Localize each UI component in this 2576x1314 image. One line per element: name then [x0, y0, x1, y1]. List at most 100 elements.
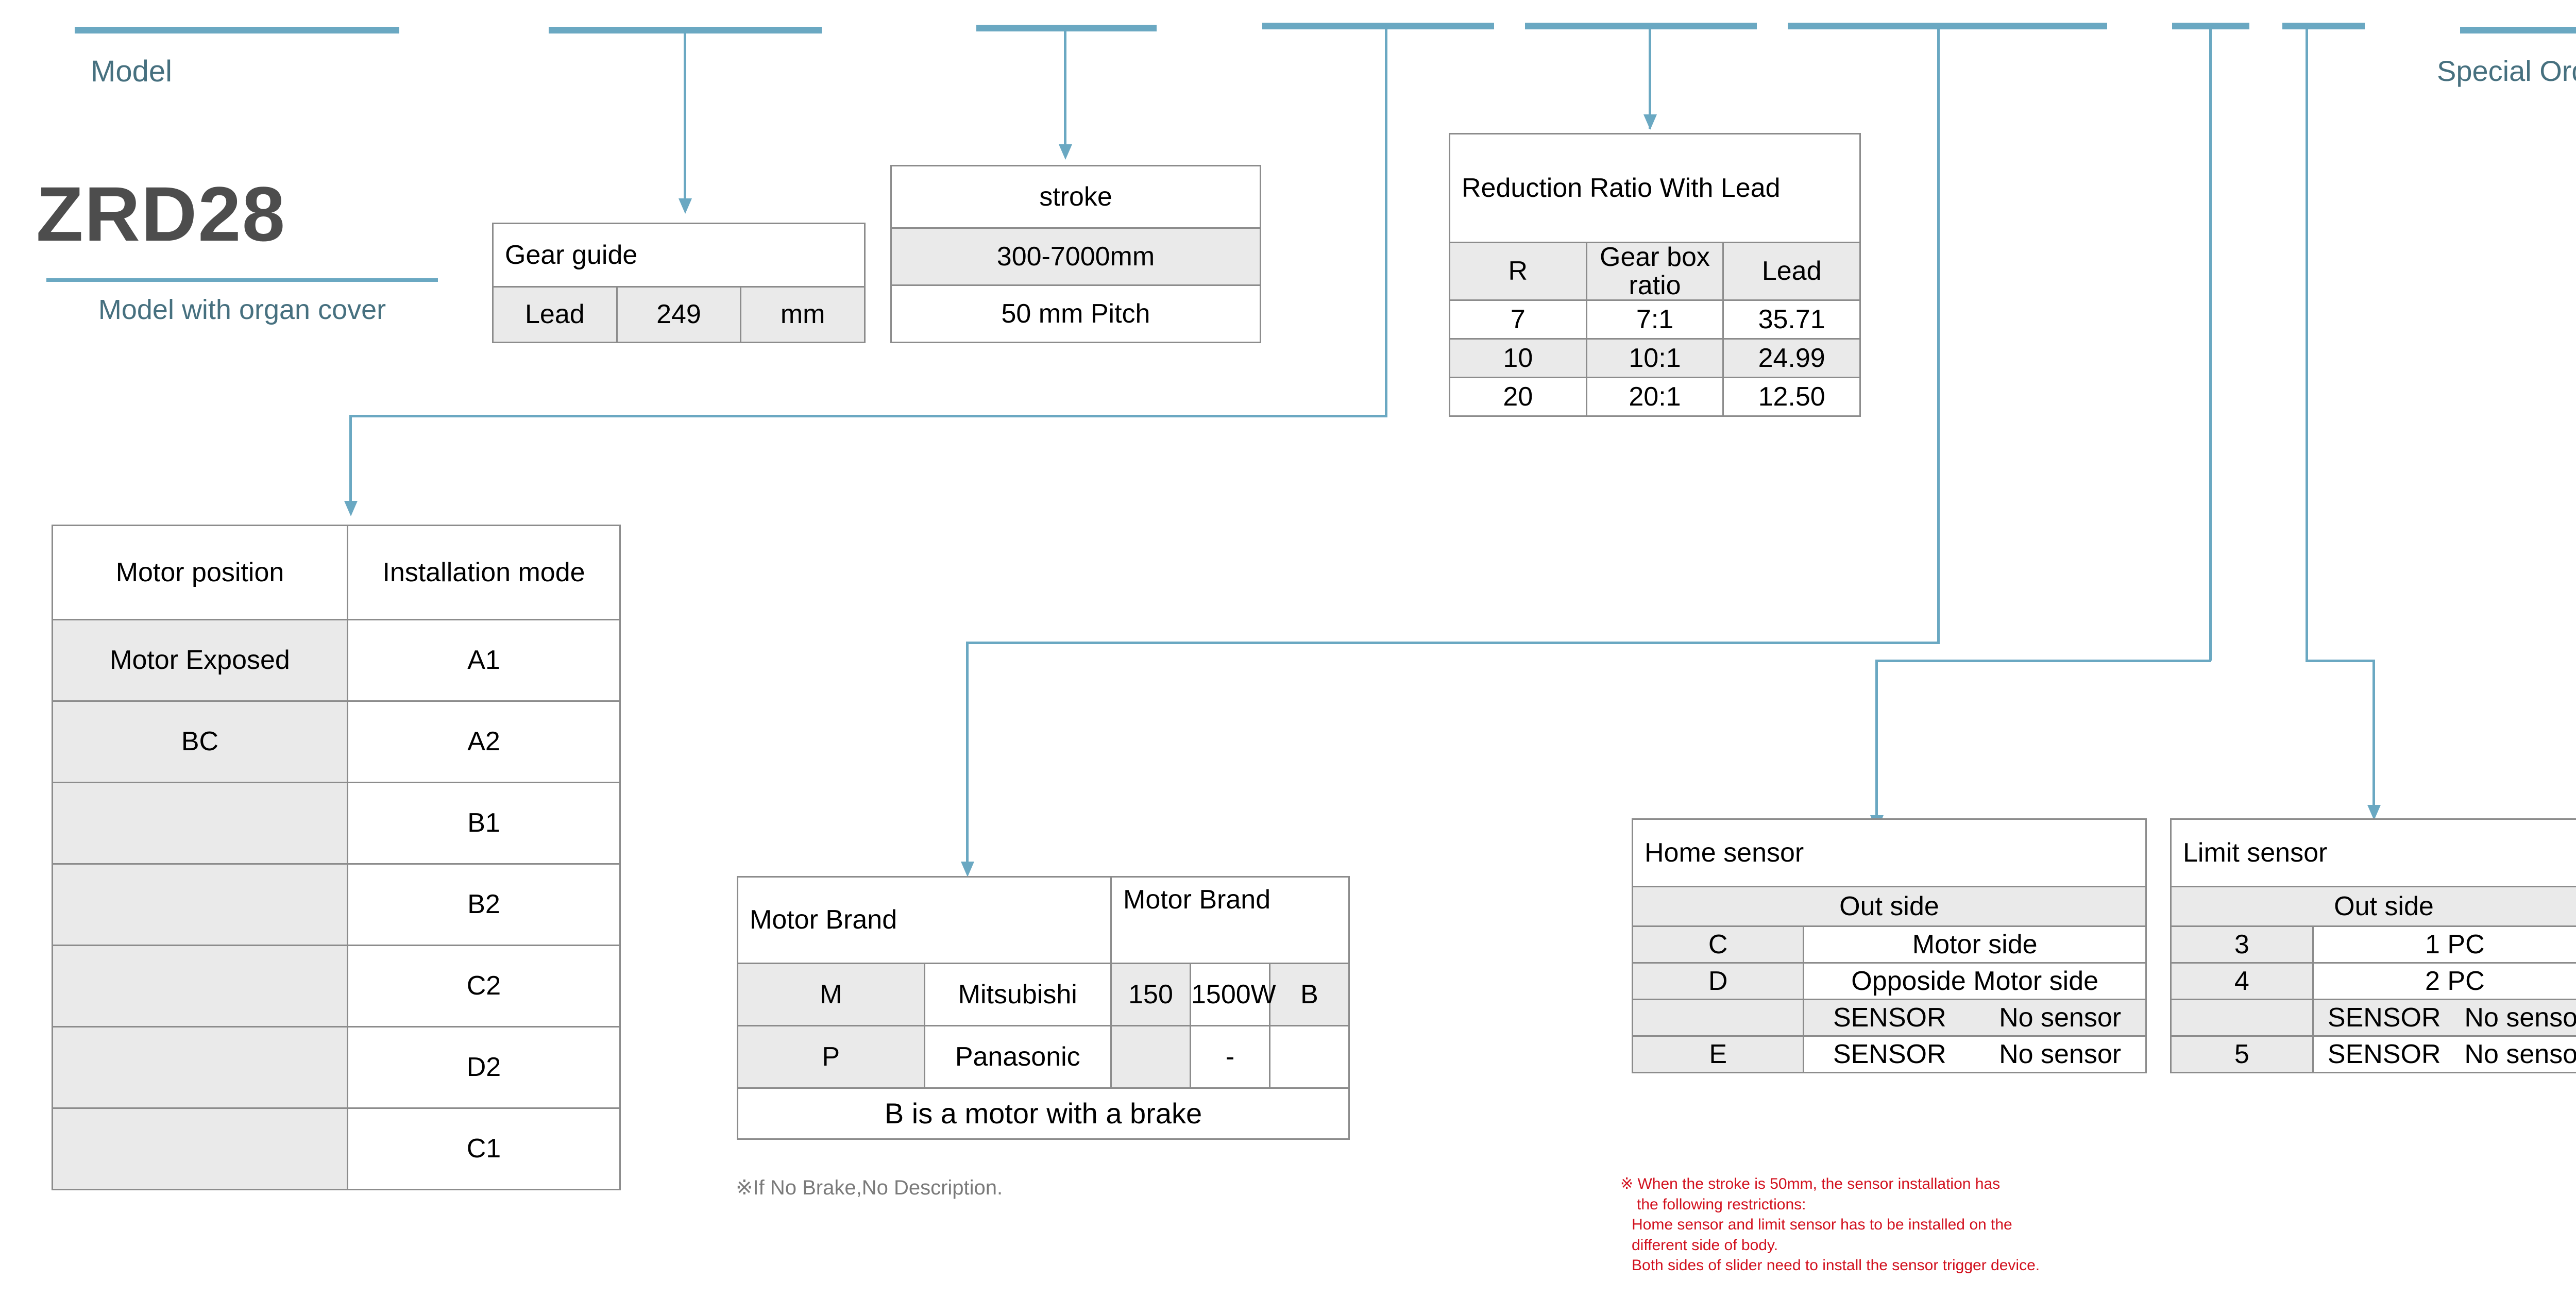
home-sensor-label-4: SENSOR — [1803, 1035, 1975, 1073]
connector-arrow-motor-brand — [961, 862, 974, 877]
home-sensor-label-3: SENSOR — [1803, 999, 1975, 1037]
motor-position-col-header: Motor position — [52, 525, 348, 620]
stroke-range-row: 300-7000mm — [890, 227, 1261, 286]
motor-brand-footer-row: B is a motor with a brake — [737, 1087, 1350, 1140]
table-row: C2 — [52, 945, 621, 1027]
reduction-ratio-2: 10:1 — [1585, 338, 1724, 379]
table-row: E SENSOR No sensor — [1631, 1035, 2147, 1073]
stroke-title: stroke — [890, 165, 1261, 229]
reduction-column-row: R Gear box ratio Lead — [1449, 241, 1861, 301]
connector-vline-motor-brand-a — [1937, 26, 1940, 643]
connector-vline-motor-brand-b — [966, 642, 969, 864]
table-row: B2 — [52, 863, 621, 946]
home-sensor-table: Home sensor Out side C Motor side D Oppo… — [1631, 818, 2147, 1073]
connector-vline-stroke — [1064, 28, 1066, 146]
limit-sensor-code-1: 3 — [2170, 925, 2314, 964]
limit-sensor-title: Limit sensor — [2170, 818, 2576, 887]
stroke-range: 300-7000mm — [890, 227, 1261, 286]
installation-mode-value-6: D2 — [347, 1026, 621, 1109]
reduction-ratio-table: Reduction Ratio With Lead R Gear box rat… — [1449, 133, 1861, 417]
gear-guide-row: Lead 249 mm — [492, 286, 866, 343]
connector-vline-home-a — [2209, 26, 2212, 661]
home-sensor-label-1: Motor side — [1803, 925, 2147, 964]
reduction-lead-1: 35.71 — [1722, 299, 1861, 340]
motor-position-value-7 — [52, 1107, 348, 1190]
home-sensor-header-row: Home sensor — [1632, 818, 2147, 887]
connector-arrow-stroke — [1059, 144, 1072, 160]
home-sensor-code-2: D — [1631, 962, 1805, 1000]
reduction-r-1: 7 — [1449, 299, 1587, 340]
limit-sensor-code-2: 4 — [2170, 962, 2314, 1000]
connector-arrow-gear-guide — [679, 198, 692, 214]
table-row: B1 — [52, 782, 621, 865]
home-sensor-value-4: No sensor — [1975, 1035, 2147, 1073]
reduction-r-3: 20 — [1449, 377, 1587, 417]
motor-brand-brake-note: B is a motor with a brake — [737, 1087, 1350, 1140]
home-sensor-value-3: No sensor — [1975, 999, 2147, 1037]
limit-sensor-value-4: No sensor — [2454, 1035, 2576, 1073]
connector-hline-motor-pos — [349, 415, 1387, 417]
gear-guide-header-row: Gear guide — [492, 223, 866, 288]
table-row: BC A2 — [52, 700, 621, 783]
motor-power-1: 1500W — [1190, 963, 1276, 1026]
connector-hline-home — [1875, 660, 2211, 662]
limit-sensor-subtitle: Out side — [2170, 886, 2576, 927]
connector-tick-model — [75, 27, 399, 33]
limit-sensor-value-3: No sensor — [2454, 999, 2576, 1037]
reduction-col-ratio: Gear box ratio — [1585, 241, 1724, 301]
limit-sensor-table: Limit sensor Out side 3 1 PC 4 2 PC SENS… — [2170, 818, 2576, 1073]
stroke-pitch: 50 mm Pitch — [890, 284, 1261, 343]
model-underline — [46, 278, 438, 282]
table-row: SENSOR No sensor — [1631, 999, 2147, 1037]
connector-vline-limit-b — [2372, 660, 2375, 809]
installation-mode-col-header: Installation mode — [347, 525, 621, 620]
table-row: 7 7:1 35.71 — [1449, 299, 1861, 340]
limit-sensor-subtitle-row: Out side — [2170, 886, 2576, 927]
motor-power-code-1: 150 — [1110, 963, 1191, 1026]
connector-vline-motor-pos-b — [349, 415, 352, 503]
connector-tick-motor-position — [1262, 23, 1494, 29]
connector-vline-gear-guide — [684, 30, 686, 200]
home-sensor-subtitle: Out side — [1632, 886, 2147, 927]
reduction-col-r: R — [1449, 241, 1587, 301]
stroke-header-row: stroke — [890, 165, 1261, 229]
table-row: SENSOR No sensor — [2170, 999, 2576, 1037]
connector-tick-reduction — [1525, 23, 1757, 29]
limit-sensor-code-3 — [2170, 999, 2314, 1037]
gear-guide-lead-label: Lead — [492, 286, 618, 343]
motor-brand-header-row: Motor Brand Motor Brand — [737, 876, 1350, 964]
sensor-note-line-4: different side of body. — [1632, 1236, 1778, 1254]
motor-brand-name-2: Panasonic — [923, 1025, 1112, 1089]
reduction-ratio-3: 20:1 — [1585, 377, 1724, 417]
motor-brake-code-1: B — [1269, 963, 1350, 1026]
table-row: Motor Exposed A1 — [52, 619, 621, 702]
table-row: P Panasonic - — [737, 1025, 1350, 1089]
motor-power-2: - — [1190, 1025, 1270, 1089]
installation-mode-value-1: A1 — [347, 619, 621, 702]
table-row: 4 2 PC — [2170, 962, 2576, 1000]
sensor-note-line-1: ※ When the stroke is 50mm, the sensor in… — [1620, 1175, 2001, 1192]
table-row: C1 — [52, 1107, 621, 1190]
home-sensor-code-1: C — [1631, 925, 1805, 964]
connector-vline-limit-a — [2306, 26, 2308, 661]
motor-brand-title-right: Motor Brand — [1110, 876, 1350, 964]
special-order-label: Special Order No. — [2437, 55, 2576, 87]
motor-brand-footnote: ※If No Brake,No Description. — [736, 1176, 1003, 1199]
gear-guide-lead-value: 249 — [616, 286, 742, 343]
motor-brand-code-2: P — [737, 1025, 925, 1089]
limit-sensor-label-1: 1 PC — [2312, 925, 2576, 964]
connector-hline-limit — [2306, 660, 2375, 662]
reduction-col-lead: Lead — [1722, 241, 1861, 301]
installation-mode-value-7: C1 — [347, 1107, 621, 1190]
table-row: M Mitsubishi 150 1500W B — [737, 963, 1350, 1026]
motor-position-value-4 — [52, 863, 348, 946]
home-sensor-code-3 — [1631, 999, 1805, 1037]
motor-position-value-3 — [52, 782, 348, 865]
limit-sensor-label-3: SENSOR — [2312, 999, 2455, 1037]
motor-position-value-6 — [52, 1026, 348, 1109]
motor-brand-title-left: Motor Brand — [737, 876, 1112, 964]
sensor-note-line-5: Both sides of slider need to install the… — [1632, 1257, 2040, 1274]
model-subtitle: Model with organ cover — [98, 294, 386, 325]
connector-tick-motor-brand — [1788, 23, 2107, 29]
motor-position-value-2: BC — [52, 700, 348, 783]
